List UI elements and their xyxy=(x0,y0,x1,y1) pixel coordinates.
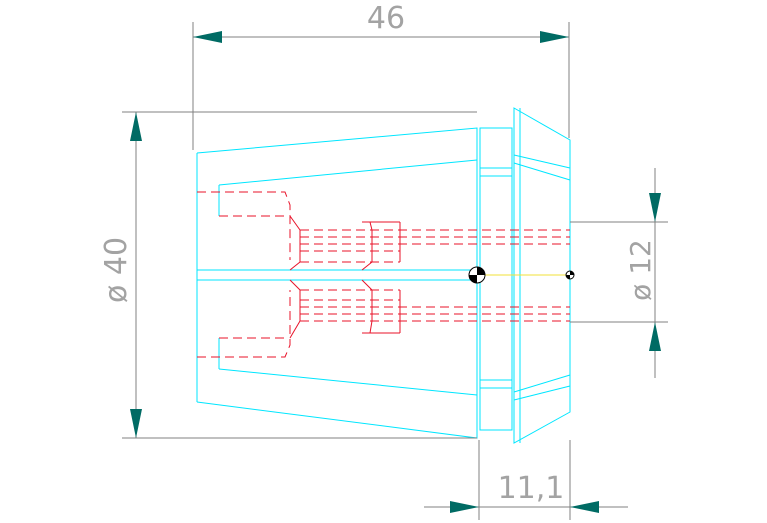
dimension-flange-length: 11,1 xyxy=(498,471,565,506)
hidden-lines xyxy=(197,191,570,358)
hidden-lines-solid xyxy=(289,215,401,339)
arrow-icon xyxy=(193,31,222,43)
arrow-icon xyxy=(649,193,661,222)
dimension-overall-length: 46 xyxy=(367,1,405,36)
center-of-gravity-mark-small xyxy=(565,270,575,280)
dimension-outer-diameter: ø 40 xyxy=(99,237,134,303)
arrow-icon xyxy=(130,409,142,438)
arrow-icon xyxy=(649,322,661,351)
arrow-icon xyxy=(540,31,569,43)
arrow-icon xyxy=(450,501,479,513)
arrow-icon xyxy=(570,501,599,513)
center-of-gravity-mark-large xyxy=(468,266,486,284)
arrow-icon xyxy=(130,112,142,141)
dimension-arrows xyxy=(130,31,661,513)
dimension-lines xyxy=(122,22,668,520)
dimension-bore-diameter: ø 12 xyxy=(624,239,657,301)
collet-outline xyxy=(196,107,571,444)
